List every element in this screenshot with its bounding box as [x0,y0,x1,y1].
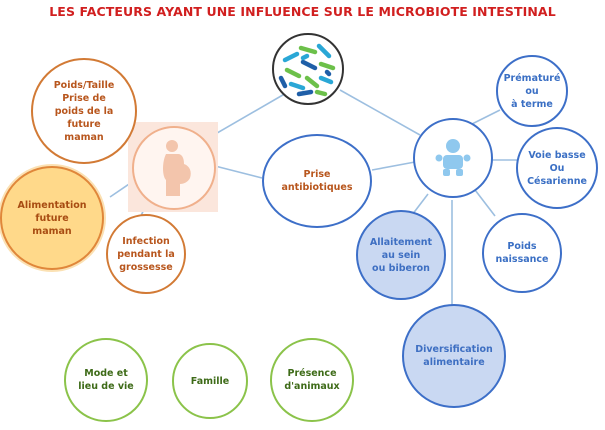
node-allaitement-label: Allaitement au sein ou biberon [370,236,432,275]
node-allaitement: Allaitement au sein ou biberon [356,210,446,300]
node-poids-naissance-label: Poids naissance [496,240,549,266]
node-alimentation: Alimentation future maman [0,166,104,270]
line-microbiote-baby [340,90,420,135]
node-mode-de-vie: Mode et lieu de vie [64,338,148,422]
baby-icon [431,136,475,180]
node-alimentation-label: Alimentation future maman [17,199,86,238]
node-premature: Prématuré ou à terme [496,55,568,127]
pregnant-hub-circle [132,126,216,210]
node-mode-de-vie-label: Mode et lieu de vie [78,367,133,393]
node-premature-label: Prématuré ou à terme [504,72,561,111]
node-voie-basse-label: Voie basse Ou Césarienne [527,149,587,188]
line-antibiotics-baby [372,162,415,170]
pregnant-woman-icon [154,138,194,198]
node-prise-antibiotiques-label: Prise antibiotiques [281,168,352,194]
node-infection-label: Infection pendant la grossesse [117,235,175,274]
baby-hub-circle [413,118,493,198]
microbiote-circle [272,33,344,105]
bacteria-icon [277,38,339,100]
node-poids-taille: Poids/Taille Prise de poids de la future… [31,58,137,164]
line-pregnant-antibiotics [215,166,262,178]
node-voie-basse: Voie basse Ou Césarienne [516,127,598,209]
node-famille: Famille [172,343,248,419]
node-diversification-label: Diversification alimentaire [415,343,493,369]
node-diversification: Diversification alimentaire [402,304,506,408]
node-famille-label: Famille [191,375,229,388]
node-infection: Infection pendant la grossesse [106,214,186,294]
node-animaux-label: Présence d'animaux [284,367,339,393]
node-poids-taille-label: Poids/Taille Prise de poids de la future… [54,79,115,144]
node-poids-naissance: Poids naissance [482,213,562,293]
node-prise-antibiotiques: Prise antibiotiques [262,134,372,228]
node-animaux: Présence d'animaux [270,338,354,422]
